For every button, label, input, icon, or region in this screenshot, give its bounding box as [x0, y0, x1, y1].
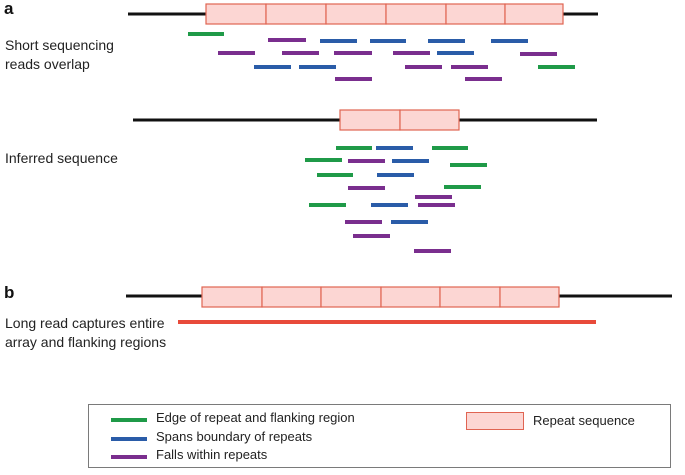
legend-edge-swatch	[111, 418, 147, 422]
short-reads-top	[188, 32, 575, 81]
long-read-label: Long read captures entire array and flan…	[5, 314, 166, 352]
legend-spans-swatch	[111, 437, 147, 441]
repeat-unit	[385, 3, 447, 25]
legend-repeat-label: Repeat sequence	[533, 413, 635, 428]
panel-b-letter: b	[4, 283, 15, 302]
repeat-unit	[339, 109, 401, 131]
repeat-unit	[439, 286, 501, 308]
repeat-array-top	[205, 3, 564, 25]
repeat-array-b	[201, 286, 560, 308]
repeat-unit	[445, 3, 506, 25]
short-reads-label: Short sequencing reads overlap	[5, 36, 114, 74]
short-reads-inferred	[305, 146, 487, 253]
repeat-unit	[504, 3, 564, 25]
legend-within-swatch	[111, 455, 147, 459]
repeat-unit	[205, 3, 267, 25]
short-reads-label-line-2: reads overlap	[5, 56, 90, 72]
repeat-unit	[265, 3, 327, 25]
repeat-unit	[261, 286, 322, 308]
long-read-label-line-2: array and flanking regions	[5, 334, 167, 350]
long-read-label-line-1: Long read captures entire	[5, 315, 165, 331]
legend-repeat-swatch	[466, 412, 524, 430]
repeat-unit	[201, 286, 263, 308]
repeat-unit	[325, 3, 387, 25]
legend-within-label: Falls within repeats	[156, 447, 268, 462]
repeat-unit	[380, 286, 441, 308]
legend-edge-label: Edge of repeat and flanking region	[156, 410, 355, 425]
legend: Edge of repeat and flanking region Spans…	[88, 404, 671, 468]
inferred-sequence-label: Inferred sequence	[5, 150, 118, 166]
repeat-unit	[320, 286, 382, 308]
repeat-unit	[499, 286, 560, 308]
repeat-unit	[399, 109, 460, 131]
legend-spans-label: Spans boundary of repeats	[156, 429, 313, 444]
repeat-array-inferred	[339, 109, 460, 131]
short-reads-label-line-1: Short sequencing	[5, 37, 114, 53]
panel-a-letter: a	[4, 0, 14, 18]
